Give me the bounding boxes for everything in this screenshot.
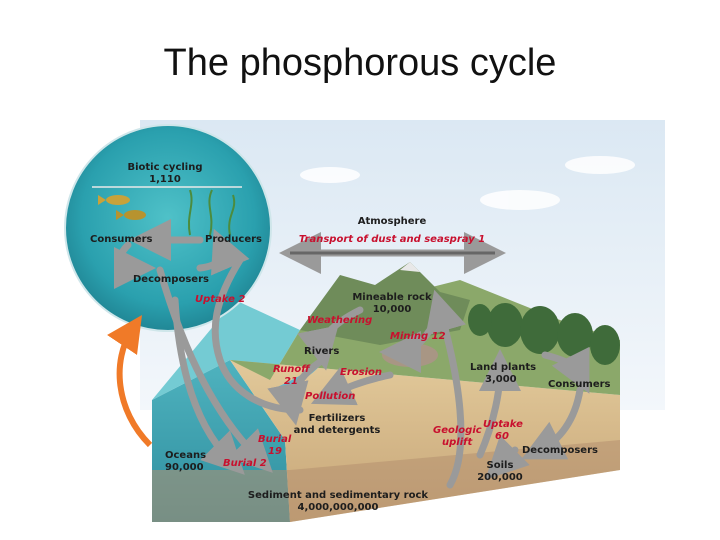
atmosphere-label: Atmosphere [358,216,427,227]
sediment-value: 4,000,000,000 [298,502,379,513]
mining-label: Mining 12 [390,331,446,342]
geologic-uplift-label-line1: Geologic [433,425,482,436]
consumers-ocean-label: Consumers [90,234,153,245]
oceans-label: Oceans [165,450,206,461]
producers-label: Producers [205,234,262,245]
fish-icon [98,195,146,220]
uptake-ocean-label: Uptake 2 [195,294,245,305]
erosion-label: Erosion [340,367,382,378]
mineable-rock-label: Mineable rock [352,292,432,303]
pollution-label: Pollution [305,391,355,402]
fertilizers-label-line1: Fertilizers [309,413,366,424]
burial-value: 19 [268,446,282,457]
land-plants-label: Land plants [470,362,536,373]
clouds [300,156,635,210]
decomposers-land-label: Decomposers [522,445,598,456]
sediment-label: Sediment and sedimentary rock [248,490,428,501]
burial-label: Burial [258,434,292,445]
land-plants-value: 3,000 [485,374,517,385]
soils-label: Soils [487,460,514,471]
weathering-label: Weathering [307,315,372,326]
biotic-cycling-value: 1,110 [149,174,181,185]
runoff-label: Runoff [273,364,311,375]
biotic-cycling-label: Biotic cycling [127,162,202,173]
trees [468,303,620,365]
oceans-value: 90,000 [165,462,204,473]
burial-2-label: Burial 2 [223,458,267,469]
geologic-uplift-label-line2: uplift [442,437,473,448]
rivers-label: Rivers [304,346,339,357]
uptake-land-value: 60 [495,431,509,442]
upwelling-arrow [107,315,153,448]
mineable-rock-value: 10,000 [373,304,412,315]
consumers-land-label: Consumers [548,379,611,390]
slide-title: The phosphorous cycle [163,42,557,84]
transport-label: Transport of dust and seaspray 1 [299,234,485,245]
decomposers-ocean-label: Decomposers [133,274,209,285]
runoff-value: 21 [284,376,298,387]
soils-value: 200,000 [477,472,523,483]
fertilizers-label-line2: and detergents [294,425,381,436]
uptake-land-label: Uptake [483,419,523,430]
